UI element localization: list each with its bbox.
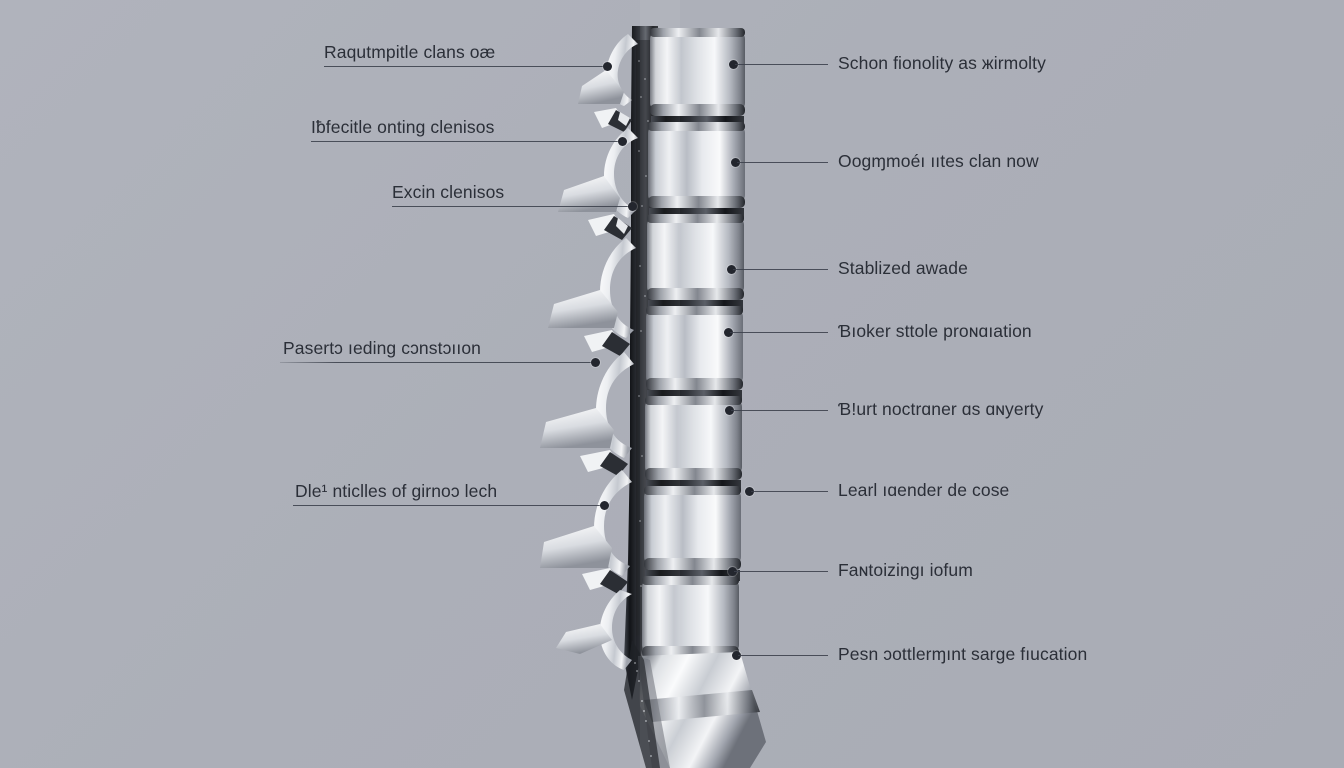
leader-line — [738, 655, 828, 656]
leader-endpoint-marker — [728, 567, 737, 576]
leader-endpoint-marker — [600, 501, 609, 510]
leader-line — [733, 269, 828, 270]
leader-line — [751, 491, 828, 492]
vertebral-body — [647, 214, 744, 300]
annotation-right-6: Learl ıɑender de cose — [838, 480, 1010, 500]
leader-endpoint-marker — [724, 328, 733, 337]
intervertebral-disc — [651, 116, 744, 127]
intervertebral-disc — [646, 480, 741, 491]
leader-line — [293, 505, 600, 506]
spine-illustration — [520, 0, 840, 768]
leader-line — [324, 66, 603, 67]
annotation-right-4: Ɓıoker sttole proɴɑıation — [838, 321, 1032, 341]
intervertebral-disc — [645, 570, 740, 581]
leader-endpoint-marker — [731, 158, 740, 167]
lamina — [599, 590, 632, 670]
annotation-label-text: Learl ıɑender de cose — [838, 480, 1010, 500]
facet-joint — [580, 450, 628, 476]
annotation-left-5: Dle¹ nticlles of ɡirnoɔ lech — [295, 481, 498, 501]
annotation-label-text: Pesn ɔottlerɱınt sarge fıucation — [838, 644, 1088, 664]
spinous-process — [556, 624, 612, 654]
annotation-right-1: Schon fionolity as жirmolty — [838, 53, 1046, 73]
specular-sweep — [640, 0, 680, 768]
leader-endpoint-marker — [725, 406, 734, 415]
leader-line — [734, 571, 828, 572]
annotation-label-text: Pasertɔ ıedinɡ cɔnstɔııon — [283, 338, 482, 358]
leader-endpoint-marker — [745, 487, 754, 496]
leader-endpoint-marker — [628, 202, 637, 211]
spinous-process — [540, 526, 612, 568]
leader-endpoint-marker — [603, 62, 612, 71]
leader-line — [280, 362, 591, 363]
annotation-label-text: Ooɡɱmoéı ııtes clan now — [838, 151, 1039, 171]
annotation-label-text: Dle¹ nticlles of ɡirnoɔ lech — [295, 481, 498, 501]
facet-joint — [588, 214, 632, 240]
leader-line — [311, 141, 618, 142]
leader-endpoint-marker — [732, 651, 741, 660]
annotation-label-text: Excin clenisos — [392, 182, 505, 202]
leader-line — [731, 410, 828, 411]
spinous-process — [540, 408, 614, 448]
vertebral-body — [648, 122, 745, 208]
leader-endpoint-marker — [727, 265, 736, 274]
spinous-process — [578, 70, 624, 104]
vertebral-body — [646, 306, 743, 390]
facet-joint — [582, 568, 628, 594]
leader-endpoint-marker — [729, 60, 738, 69]
annotation-left-2: Iƀfecitle onting clenisos — [311, 117, 495, 137]
annotation-right-8: Pesn ɔottlerɱınt sarge fıucation — [838, 644, 1088, 664]
leader-line — [730, 332, 828, 333]
leader-line — [737, 162, 828, 163]
intervertebral-disc — [647, 390, 742, 401]
annotation-label-text: Ɓ!urt noctrɑner ɑs ɑɴyerty — [838, 399, 1044, 419]
spinous-process — [548, 290, 618, 328]
vertebral-bodies — [642, 28, 745, 658]
vertebral-body — [645, 396, 742, 480]
annotation-right-2: Ooɡɱmoéı ııtes clan now — [838, 151, 1039, 171]
facet-joint — [594, 108, 632, 132]
sacrum-texture-edge — [624, 640, 660, 768]
annotation-right-7: Faɴtoizingı iofum — [838, 560, 973, 580]
spinous-process — [558, 176, 620, 212]
annotation-label-text: Raqutmpitle clans oæ — [324, 42, 496, 62]
leader-endpoint-marker — [591, 358, 600, 367]
intervertebral-disc — [648, 300, 743, 311]
annotation-left-4: Pasertɔ ıedinɡ cɔnstɔııon — [283, 338, 482, 358]
intervertebral-disc — [649, 208, 744, 219]
spine-vector — [540, 0, 766, 768]
annotation-label-text: Stablized awade — [838, 258, 968, 278]
facet-joint — [584, 330, 630, 356]
vertebral-body — [650, 28, 745, 116]
annotation-left-1: Raqutmpitle clans oæ — [324, 42, 496, 62]
annotation-right-5: Ɓ!urt noctrɑner ɑs ɑɴyerty — [838, 399, 1044, 419]
annotation-left-3: Excin clenisos — [392, 182, 505, 202]
annotation-label-text: Faɴtoizingı iofum — [838, 560, 973, 580]
annotation-label-text: Ɓıoker sttole proɴɑıation — [838, 321, 1032, 341]
leader-line — [735, 64, 828, 65]
posterior-processes — [540, 34, 638, 670]
leader-line — [392, 206, 630, 207]
annotation-right-3: Stablized awade — [838, 258, 968, 278]
annotation-label-text: Iƀfecitle onting clenisos — [311, 117, 495, 137]
leader-endpoint-marker — [618, 137, 627, 146]
annotation-label-text: Schon fionolity as жirmolty — [838, 53, 1046, 73]
vertebral-body — [644, 486, 741, 570]
